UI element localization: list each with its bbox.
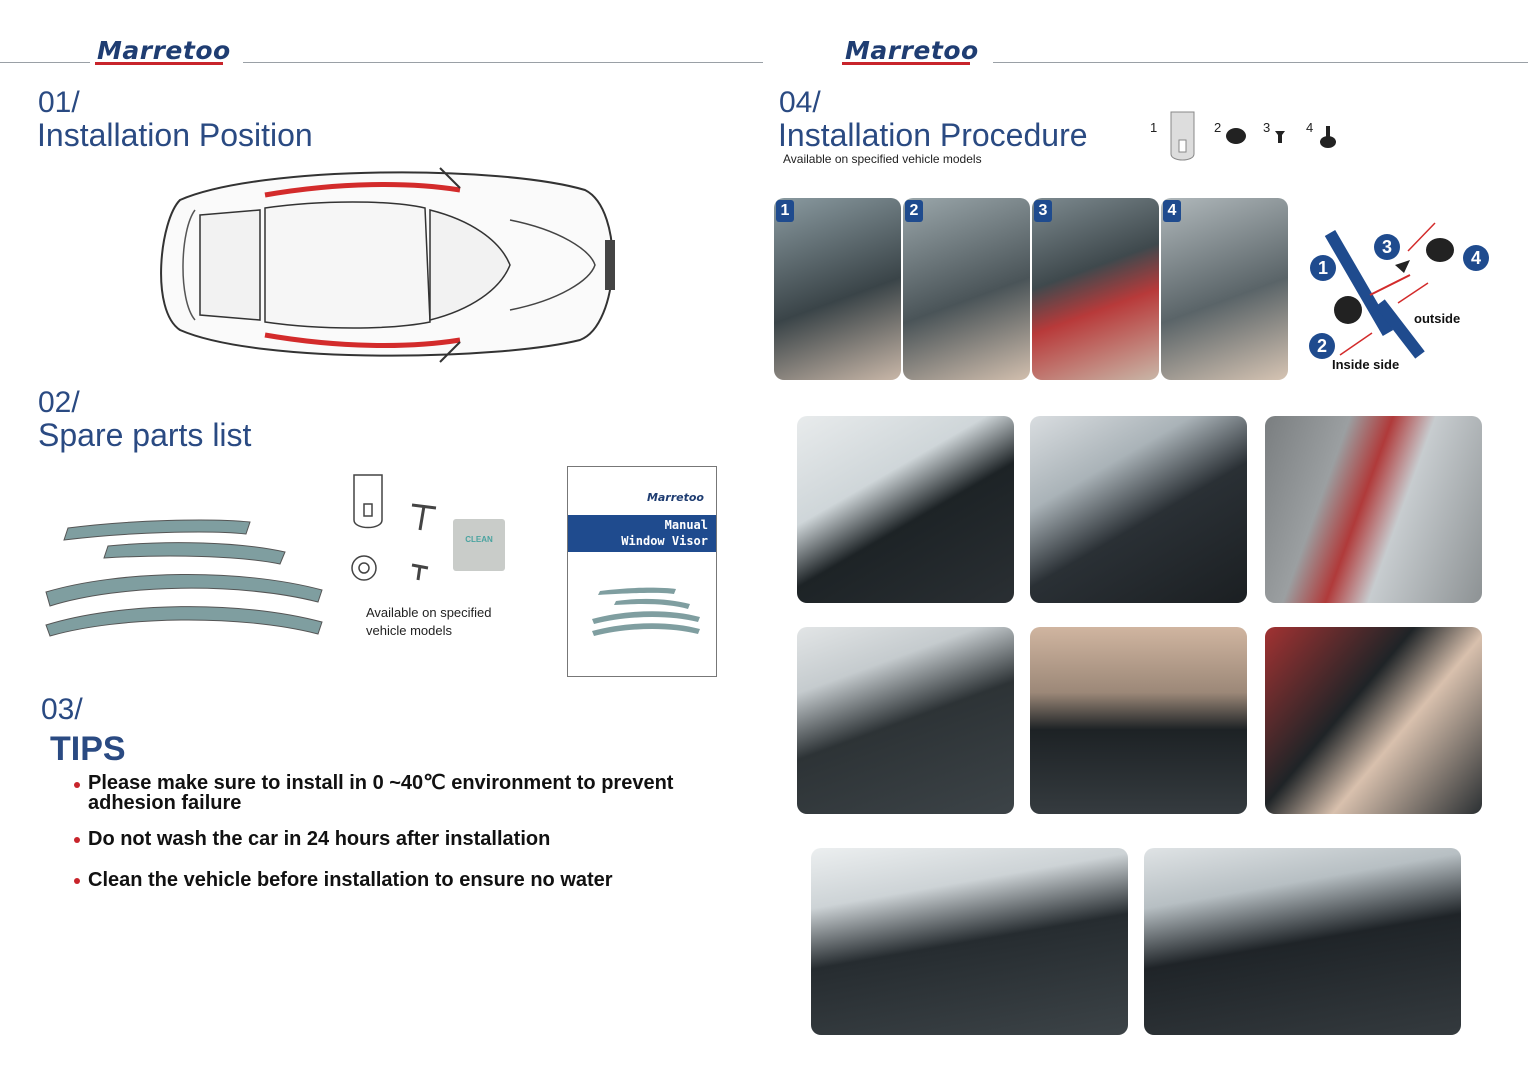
section-number: 02/	[38, 386, 80, 419]
header-rule	[993, 62, 1528, 63]
step-photo-3: 3	[1032, 198, 1159, 380]
section-title: Installation Procedure	[778, 117, 1088, 153]
step-photo-2: 2	[903, 198, 1030, 380]
part-number: 2	[1214, 120, 1222, 135]
tip-1-line2: adhesion failure	[88, 792, 242, 814]
clip-part-icon	[1170, 111, 1195, 161]
diagram-number-badge: 1	[1310, 255, 1336, 281]
installation-photo	[1265, 627, 1482, 814]
diagram-number-badge: 3	[1374, 234, 1400, 260]
part-number: 3	[1263, 120, 1271, 135]
logo-underline-right	[842, 62, 970, 65]
installation-photo	[811, 848, 1128, 1035]
spare-parts-illustration	[351, 474, 437, 581]
tip-3: Clean the vehicle before installation to…	[88, 869, 613, 891]
diagram-number-badge: 4	[1463, 245, 1489, 271]
part-number: 4	[1306, 120, 1314, 135]
step-number-badge: 2	[905, 200, 923, 222]
installation-photo	[1030, 416, 1247, 603]
section-number: 04/	[779, 86, 821, 119]
tip-bullet	[74, 782, 80, 788]
tip-bullet	[74, 878, 80, 884]
manual-title-band: Manual Window Visor	[568, 515, 716, 552]
cleaning-wipe-packet: CLEAN	[453, 519, 505, 571]
section-subtitle: Available on specified vehicle models	[783, 152, 982, 166]
screw-part-icon	[1275, 131, 1285, 143]
installation-photo	[1265, 416, 1482, 603]
manual-line1: Manual	[664, 518, 708, 532]
step-photo-1: 1	[774, 198, 901, 380]
manual-brand: Marretoo	[646, 491, 704, 504]
assembly-diagram	[1324, 222, 1454, 359]
manual-line2: Window Visor	[621, 534, 708, 548]
availability-note-line2: vehicle models	[366, 623, 452, 638]
tip-bullet	[74, 837, 80, 843]
step-photo-4: 4	[1161, 198, 1288, 380]
inside-label: Inside side	[1332, 357, 1400, 372]
logo-underline-left	[95, 62, 223, 65]
header-rule	[0, 62, 90, 63]
section-title: TIPS	[50, 730, 126, 768]
pin-part-icon	[1320, 126, 1336, 148]
installation-photo	[797, 627, 1014, 814]
step-number-badge: 1	[776, 200, 794, 222]
step-number-badge: 4	[1163, 200, 1181, 222]
clean-label: CLEAN	[465, 535, 493, 544]
installation-photo	[1144, 848, 1461, 1035]
car-top-view-illustration	[160, 167, 615, 363]
installation-photo	[1030, 627, 1247, 814]
brand-logo-right: Marretoo	[845, 36, 979, 65]
diagram-number-badge: 2	[1309, 333, 1335, 359]
manual-visor-illustration	[592, 587, 700, 636]
outside-label: outside	[1414, 311, 1461, 326]
step-number-badge: 3	[1034, 200, 1052, 222]
manual-booklet: Marretoo Manual Window Visor	[567, 466, 717, 677]
brand-logo-left: Marretoo	[97, 36, 231, 65]
tip-1-line1: Please make sure to install in 0 ~40℃ en…	[88, 772, 674, 794]
tip-2: Do not wash the car in 24 hours after in…	[88, 828, 551, 850]
part-number: 1	[1150, 120, 1158, 135]
section-title: Installation Position	[37, 117, 313, 153]
installation-photo	[797, 416, 1014, 603]
grommet-part-icon	[1226, 128, 1246, 144]
section-title: Spare parts list	[38, 417, 252, 453]
header-rule	[243, 62, 763, 63]
section-number: 01/	[38, 86, 80, 119]
availability-note-line1: Available on specified	[366, 605, 492, 620]
visor-set-illustration	[45, 519, 323, 637]
section-number: 03/	[41, 693, 83, 726]
